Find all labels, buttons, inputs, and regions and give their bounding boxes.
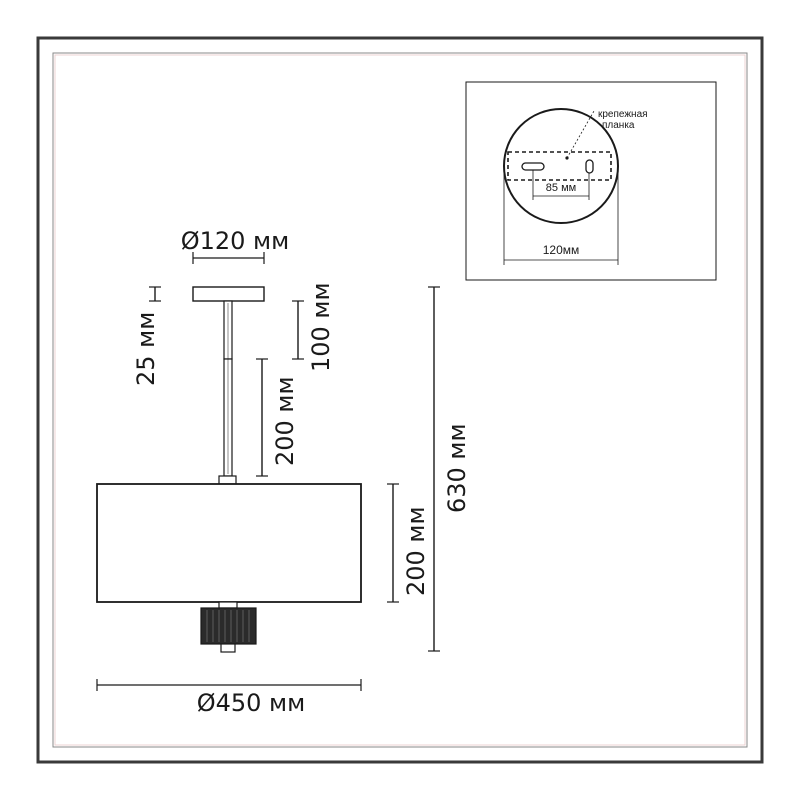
shade-diameter-text: Ø450 мм xyxy=(197,689,306,717)
outer-frame xyxy=(36,36,764,764)
rod-adjust-text: 100 мм xyxy=(307,282,335,372)
bracket-outline xyxy=(507,151,612,181)
diffuser-body xyxy=(200,607,257,645)
diffuser-ribs xyxy=(206,610,250,642)
canopy-height-text: 25 мм xyxy=(132,312,160,386)
bracket-label-line1: крепежная xyxy=(598,109,648,120)
dim-shade-diameter: Ø450 мм xyxy=(96,679,362,717)
pendant-lamp-side-view xyxy=(96,286,362,653)
dim-shade-height: 200 мм xyxy=(387,483,430,603)
plate-diameter-text: 120мм xyxy=(543,243,580,257)
dim-canopy-diameter: Ø120 мм xyxy=(181,227,290,264)
finial xyxy=(220,643,236,653)
bracket-label-line2: планка xyxy=(602,120,635,131)
canopy-diameter-text: Ø120 мм xyxy=(181,227,290,255)
inset-frame xyxy=(465,81,717,281)
inner-frame-accent xyxy=(54,54,746,746)
dim-canopy-height: 25 мм xyxy=(132,286,161,386)
canopy xyxy=(192,286,265,302)
dim-rod-adjust: 100 мм xyxy=(292,282,335,372)
lamp-shade xyxy=(96,483,362,603)
total-height-text: 630 мм xyxy=(443,423,471,513)
inner-frame xyxy=(52,52,748,748)
dim-total-height: 630 мм xyxy=(428,286,471,652)
mounting-plate-inset: крепежная планка 85 мм 120мм xyxy=(465,81,717,281)
dim-rod-length: 200 мм xyxy=(256,358,299,477)
rod-connector xyxy=(218,475,237,485)
hole-spacing-text: 85 мм xyxy=(546,182,576,194)
diffuser-cap xyxy=(218,601,238,609)
bracket-leader xyxy=(566,110,595,159)
shade-height-text: 200 мм xyxy=(402,506,430,596)
rod-length-text: 200 мм xyxy=(271,376,299,466)
bracket-slot-right xyxy=(585,159,594,174)
